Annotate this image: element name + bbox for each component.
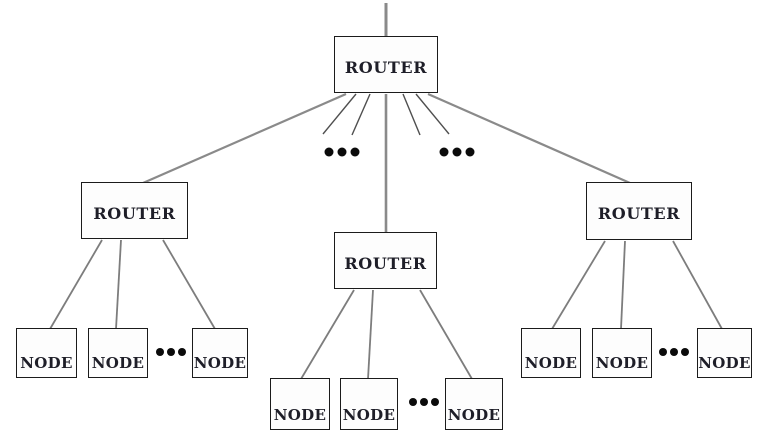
- edge-root-to-right-router: [427, 92, 631, 185]
- edge-center-router-to-node-1: [300, 289, 355, 380]
- dot: [337, 147, 347, 157]
- edge-left-router-to-node-3: [162, 239, 216, 330]
- right-node-1-box: NODE: [521, 328, 581, 378]
- dot: [350, 147, 360, 157]
- center-node-1-box: NODE: [270, 378, 330, 430]
- right-router-label: ROUTER: [597, 204, 681, 223]
- dot: [324, 147, 334, 157]
- right-router-box: ROUTER: [586, 182, 692, 240]
- left-node-3-label: NODE: [193, 354, 247, 372]
- edge-right-router-to-node-3: [672, 240, 723, 330]
- dot: [178, 348, 186, 356]
- center-node-2-label: NODE: [342, 406, 396, 424]
- edge-root-stub-3: [402, 93, 421, 136]
- edge-left-router-to-node-1: [49, 239, 103, 330]
- dot: [681, 348, 689, 356]
- right-node-3-label: NODE: [698, 354, 751, 372]
- dot: [167, 348, 175, 356]
- edge-right-router-to-node-1: [551, 240, 606, 330]
- center-router-box: ROUTER: [334, 232, 437, 289]
- center-router-label: ROUTER: [344, 253, 427, 273]
- ellipsis-icon: [439, 147, 475, 157]
- dot: [659, 348, 667, 356]
- dot: [409, 398, 417, 406]
- dot: [465, 147, 475, 157]
- left-router-label: ROUTER: [93, 203, 176, 223]
- left-node-1-box: NODE: [16, 328, 77, 378]
- center-node-2-box: NODE: [340, 378, 398, 430]
- center-node-1-label: NODE: [273, 406, 327, 424]
- edge-center-router-to-node-2: [367, 289, 374, 380]
- right-node-3-box: NODE: [697, 328, 752, 378]
- ellipsis-icon: [659, 348, 689, 356]
- edge-center-router-to-node-3: [419, 289, 473, 380]
- center-node-3-box: NODE: [445, 378, 503, 430]
- edge-root-stub-4: [415, 93, 450, 135]
- dot: [452, 147, 462, 157]
- root-router-box: ROUTER: [334, 36, 438, 93]
- left-router-box: ROUTER: [81, 182, 188, 239]
- edge-root-stub-1: [322, 93, 357, 135]
- left-node-2-label: NODE: [91, 354, 145, 372]
- left-node-1-label: NODE: [20, 354, 73, 372]
- left-node-3-box: NODE: [192, 328, 248, 378]
- center-node-3-label: NODE: [447, 406, 501, 424]
- edge-root-to-left-router: [142, 92, 347, 185]
- ellipsis-icon: [324, 147, 360, 157]
- ellipsis-icon: [156, 348, 186, 356]
- root-router-label: ROUTER: [344, 57, 428, 77]
- left-node-2-box: NODE: [88, 328, 148, 378]
- edge-right-router-to-node-2: [620, 240, 626, 330]
- dot: [156, 348, 164, 356]
- edge-left-router-to-node-2: [115, 239, 122, 330]
- right-node-1-label: NODE: [524, 354, 578, 372]
- ellipsis-icon: [409, 398, 439, 406]
- dot: [439, 147, 449, 157]
- dot: [420, 398, 428, 406]
- right-node-2-box: NODE: [592, 328, 652, 378]
- dot: [431, 398, 439, 406]
- dot: [670, 348, 678, 356]
- edge-root-stub-2: [351, 93, 371, 136]
- right-node-2-label: NODE: [595, 354, 649, 372]
